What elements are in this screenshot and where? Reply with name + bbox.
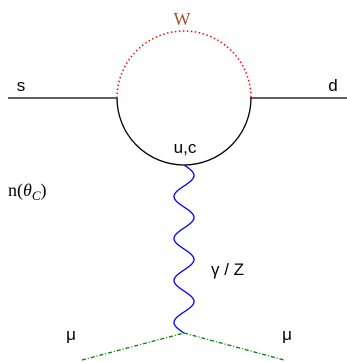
w-boson-label: W — [174, 9, 191, 29]
quark-label-d: d — [328, 76, 337, 95]
muon-label-left: μ — [66, 325, 76, 344]
cabibbo-suffix: ) — [41, 180, 47, 201]
quark-label-s: s — [17, 76, 26, 95]
muon-label-right: μ — [282, 325, 292, 344]
quark-loop — [116, 97, 252, 166]
muon-line-left — [81, 332, 185, 361]
photon-z-propagator — [173, 164, 195, 334]
propagator-label: γ / Z — [211, 260, 244, 279]
muon-line-right — [183, 332, 285, 361]
w-boson-loop — [116, 30, 252, 99]
loop-quarks-label: u,c — [174, 138, 197, 157]
cabibbo-prefix: n( — [8, 180, 23, 201]
cabibbo-subscript: C — [32, 188, 41, 203]
cabibbo-theta: θ — [23, 180, 32, 200]
cabibbo-angle-label: n(θC) — [8, 180, 47, 203]
